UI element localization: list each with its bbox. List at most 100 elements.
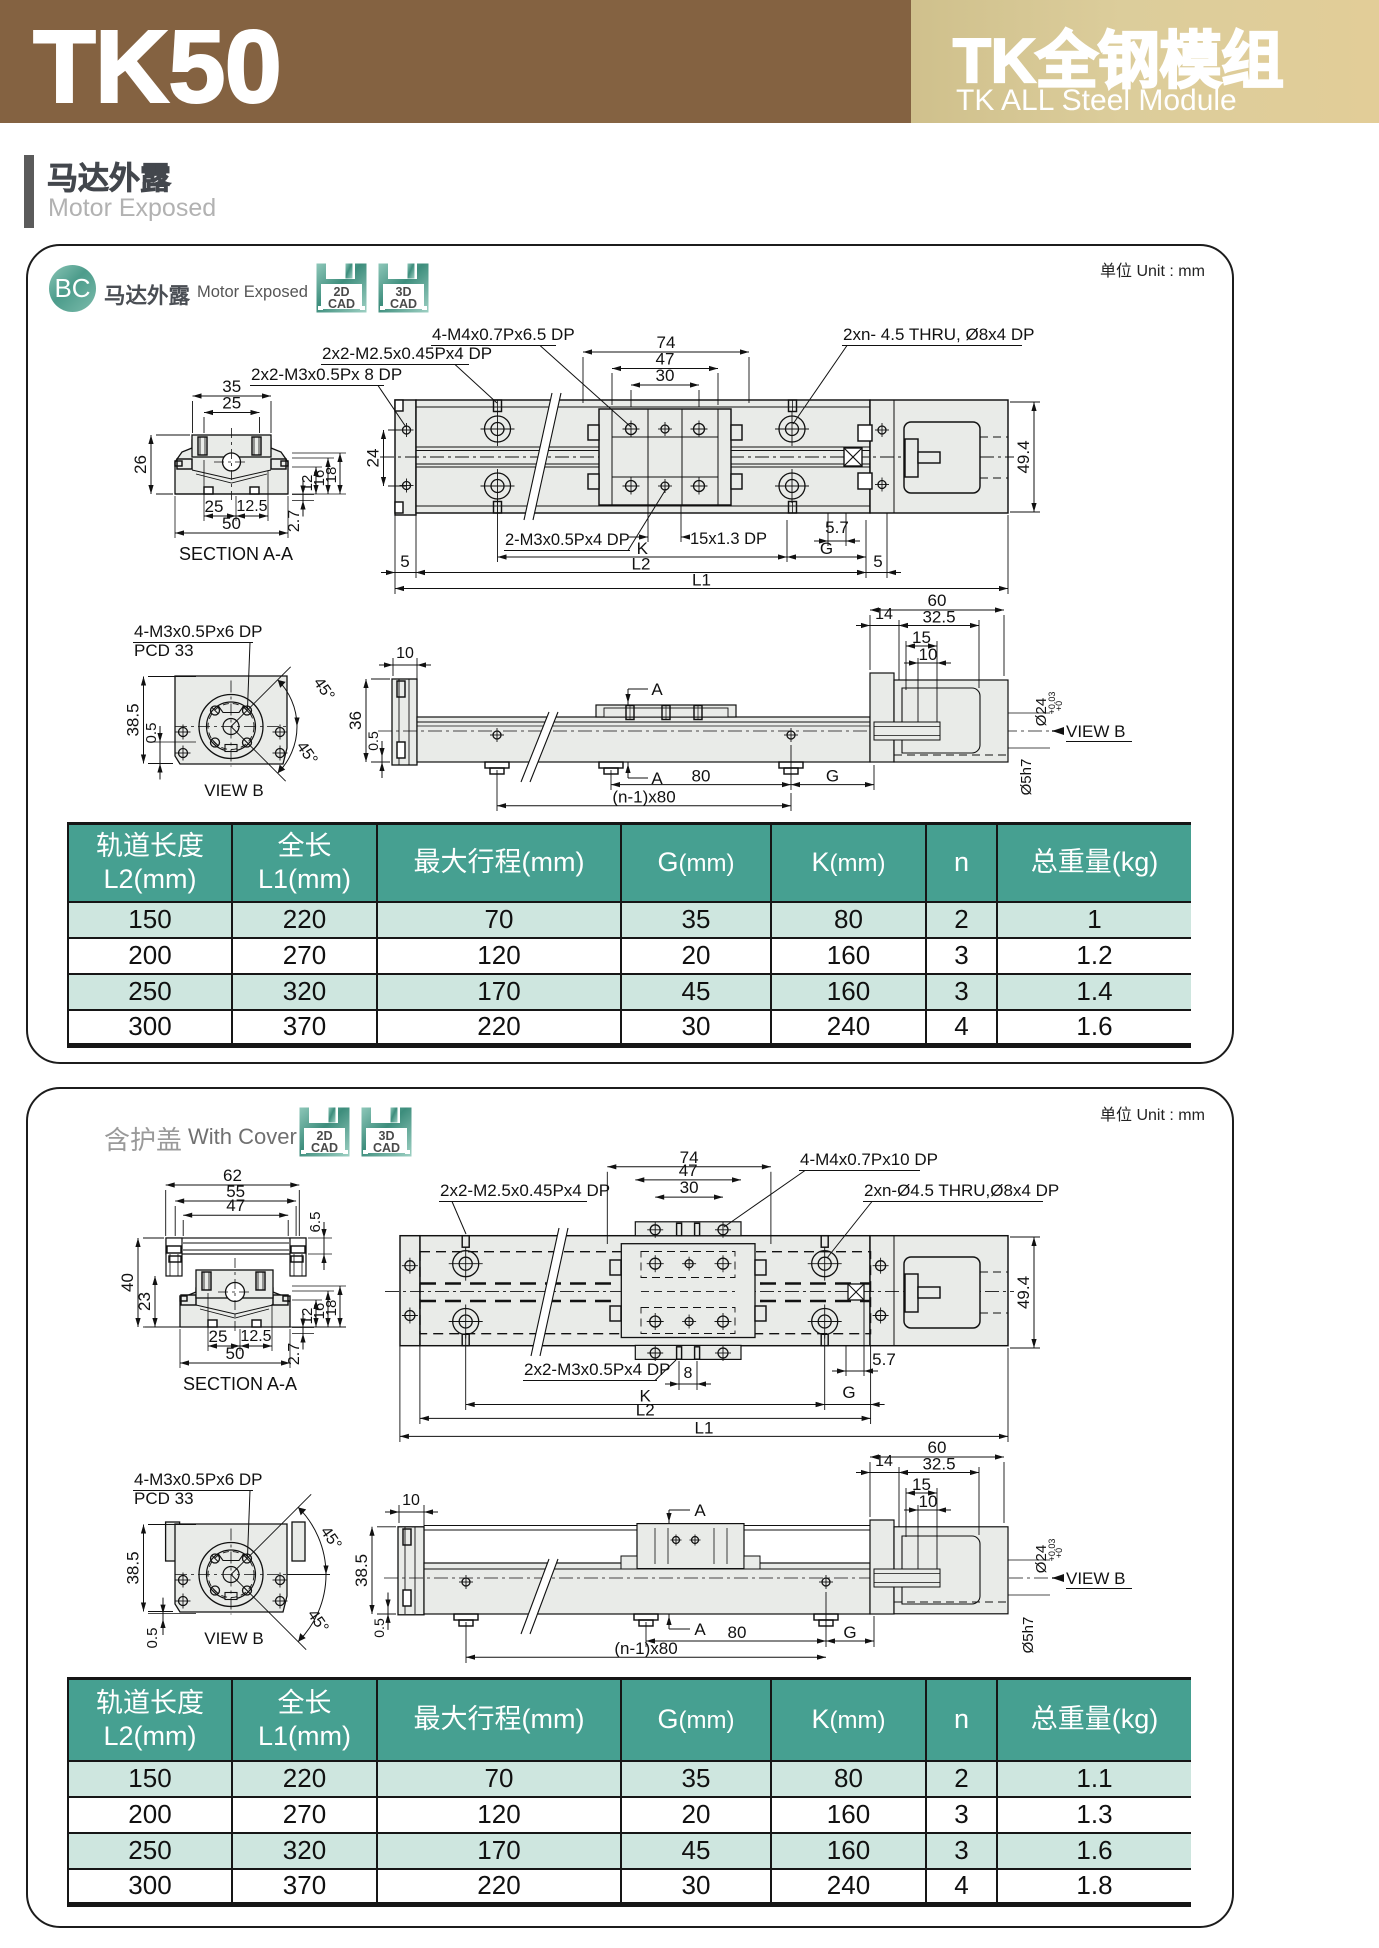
svg-text:L1: L1 (694, 1418, 713, 1437)
svg-text:30: 30 (656, 366, 675, 385)
svg-text:5: 5 (873, 552, 882, 571)
svg-text:80: 80 (728, 1623, 747, 1642)
svg-text:50: 50 (226, 1344, 245, 1363)
svg-text:80: 80 (692, 767, 711, 786)
svg-text:23: 23 (135, 1292, 154, 1311)
svg-text:L2: L2 (632, 555, 651, 574)
svg-text:45°: 45° (310, 675, 338, 705)
svg-text:32.5: 32.5 (922, 608, 955, 627)
svg-text:SECTION A-A: SECTION A-A (183, 1374, 297, 1394)
svg-text:CAD: CAD (390, 297, 417, 311)
svg-text:PCD 33: PCD 33 (134, 641, 194, 660)
svg-text:10: 10 (919, 645, 938, 664)
svg-text:2D: 2D (334, 285, 350, 299)
svg-text:G: G (820, 539, 833, 558)
svg-text:5: 5 (400, 552, 409, 571)
svg-text:(n-1)x80: (n-1)x80 (614, 1639, 677, 1658)
svg-text:PCD 33: PCD 33 (134, 1489, 194, 1508)
svg-text:5.7: 5.7 (872, 1350, 896, 1369)
svg-text:36: 36 (346, 711, 365, 730)
svg-text:12.5: 12.5 (236, 498, 267, 515)
svg-text:25: 25 (222, 394, 241, 413)
svg-text:0.5: 0.5 (365, 731, 381, 751)
svg-text:47: 47 (656, 350, 675, 369)
svg-text:2x2-M2.5x0.45Px4 DP: 2x2-M2.5x0.45Px4 DP (322, 344, 492, 363)
svg-text:14: 14 (875, 1453, 893, 1470)
svg-text:15: 15 (912, 1475, 931, 1494)
svg-text:16: 16 (311, 1303, 328, 1320)
svg-text:25: 25 (205, 497, 224, 516)
svg-text:12.5: 12.5 (240, 1328, 271, 1345)
svg-text:45°: 45° (317, 1524, 345, 1554)
svg-text:55: 55 (226, 1182, 245, 1201)
svg-text:5.7: 5.7 (825, 518, 849, 537)
svg-text:24: 24 (364, 449, 383, 468)
svg-text:38.5: 38.5 (124, 703, 143, 736)
svg-text:L1: L1 (692, 571, 711, 590)
svg-text:2x2-M3x0.5Px4 DP: 2x2-M3x0.5Px4 DP (524, 1360, 670, 1379)
svg-text:4-M4x0.7Px6.5 DP: 4-M4x0.7Px6.5 DP (432, 325, 575, 344)
svg-text:60: 60 (928, 591, 947, 610)
svg-text:45°: 45° (293, 739, 321, 769)
svg-text:60: 60 (928, 1438, 947, 1457)
svg-text:38.5: 38.5 (124, 1551, 143, 1584)
svg-text:3D: 3D (379, 1129, 395, 1143)
svg-text:CAD: CAD (373, 1141, 400, 1155)
svg-text:VIEW B: VIEW B (204, 781, 264, 800)
svg-text:2.7: 2.7 (286, 510, 303, 532)
svg-text:15: 15 (912, 628, 931, 647)
svg-text:8: 8 (684, 1365, 693, 1382)
svg-text:25: 25 (209, 1327, 228, 1346)
svg-text:+0: +0 (1054, 701, 1064, 711)
svg-text:2xn- 4.5 THRU, Ø8x4 DP: 2xn- 4.5 THRU, Ø8x4 DP (843, 325, 1034, 344)
svg-text:+0.03: +0.03 (1047, 692, 1057, 715)
svg-text:35: 35 (222, 377, 241, 396)
svg-text:47: 47 (679, 1161, 698, 1180)
svg-text:K: K (640, 1387, 652, 1406)
svg-text:G: G (842, 1383, 855, 1402)
svg-text:49.4: 49.4 (1014, 440, 1033, 473)
svg-text:18: 18 (323, 1300, 340, 1317)
svg-text:(n-1)x80: (n-1)x80 (612, 788, 675, 807)
svg-text:VIEW B: VIEW B (1066, 722, 1126, 741)
svg-text:2xn-Ø4.5 THRU,Ø8x4 DP: 2xn-Ø4.5 THRU,Ø8x4 DP (864, 1181, 1059, 1200)
svg-text:50: 50 (222, 514, 241, 533)
svg-text:Ø24: Ø24 (1033, 1545, 1050, 1573)
svg-text:2x2-M2.5x0.45Px4 DP: 2x2-M2.5x0.45Px4 DP (440, 1181, 610, 1200)
svg-text:2.7: 2.7 (286, 1343, 303, 1365)
svg-text:49.4: 49.4 (1014, 1276, 1033, 1309)
svg-text:0.5: 0.5 (143, 723, 160, 744)
svg-text:A: A (694, 1620, 706, 1639)
svg-text:45°: 45° (304, 1607, 332, 1637)
svg-text:A: A (694, 1501, 706, 1520)
svg-text:Ø5h7: Ø5h7 (1020, 1617, 1037, 1654)
svg-text:Ø24: Ø24 (1033, 698, 1050, 726)
svg-text:14: 14 (875, 606, 893, 623)
svg-text:A: A (651, 769, 663, 788)
svg-text:62: 62 (223, 1166, 242, 1185)
svg-text:G: G (826, 767, 839, 786)
svg-text:4-M3x0.5Px6 DP: 4-M3x0.5Px6 DP (134, 622, 263, 641)
svg-text:G: G (843, 1623, 856, 1642)
svg-text:3D: 3D (396, 285, 412, 299)
svg-text:VIEW B: VIEW B (1066, 1569, 1126, 1588)
svg-text:A: A (651, 680, 663, 699)
svg-text:10: 10 (919, 1492, 938, 1511)
svg-text:+0: +0 (1054, 1548, 1064, 1558)
svg-text:0.5: 0.5 (371, 1618, 387, 1638)
svg-text:18: 18 (323, 467, 340, 484)
svg-text:74: 74 (657, 333, 676, 352)
svg-text:Ø5h7: Ø5h7 (1018, 759, 1035, 796)
svg-text:40: 40 (118, 1273, 137, 1292)
svg-text:4-M3x0.5Px6 DP: 4-M3x0.5Px6 DP (134, 1470, 263, 1489)
svg-text:10: 10 (402, 1492, 420, 1509)
svg-text:CAD: CAD (311, 1141, 338, 1155)
svg-text:+0.03: +0.03 (1047, 1539, 1057, 1562)
svg-text:VIEW B: VIEW B (204, 1629, 264, 1648)
svg-text:15x1.3 DP: 15x1.3 DP (690, 530, 767, 548)
svg-text:32.5: 32.5 (922, 1455, 955, 1474)
svg-text:2x2-M3x0.5Px 8 DP: 2x2-M3x0.5Px 8 DP (251, 365, 402, 384)
svg-text:2D: 2D (317, 1129, 333, 1143)
svg-text:38.5: 38.5 (352, 1554, 371, 1587)
svg-text:16: 16 (311, 470, 328, 487)
